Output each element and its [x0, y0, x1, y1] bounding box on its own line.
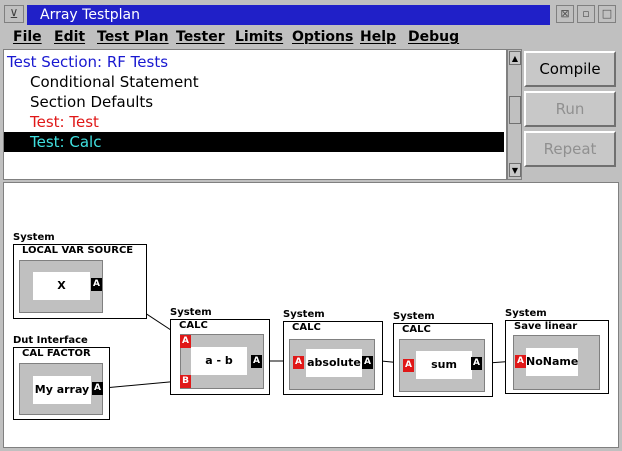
menu-limits[interactable]: Limits [235, 29, 284, 45]
scroll-thumb[interactable] [509, 96, 521, 124]
list-item-defaults[interactable]: Section Defaults [30, 93, 154, 111]
list-scrollbar[interactable]: ▲ ▼ [507, 49, 522, 180]
local-var-source-block[interactable]: LOCAL VAR SOURCE X A [13, 244, 147, 319]
maximize-icon[interactable]: □ [598, 5, 616, 23]
output-port[interactable]: A [362, 356, 373, 369]
block-group-label: System [283, 309, 325, 320]
menu-debug[interactable]: Debug [408, 29, 460, 45]
menu-options[interactable]: Options [292, 29, 354, 45]
menu-help[interactable]: Help [360, 29, 397, 45]
block-value: NoName [526, 348, 578, 376]
block-type-label: Save linear [514, 321, 578, 332]
block-type-label: CAL FACTOR [22, 348, 91, 359]
save-linear-block[interactable]: Save linear NoName A [505, 320, 609, 394]
run-button[interactable]: Run [524, 91, 616, 127]
block-group-label: System [393, 311, 435, 322]
block-value: a - b [191, 347, 247, 375]
input-port-a[interactable]: A [403, 359, 414, 372]
menu-file[interactable]: File [13, 29, 42, 45]
window-title: Array Testplan [27, 5, 550, 25]
calc-a-minus-b-block[interactable]: CALC a - b A B A [170, 319, 270, 395]
block-type-label: CALC [179, 320, 208, 331]
menu-edit[interactable]: Edit [54, 29, 86, 45]
list-item-conditional[interactable]: Conditional Statement [30, 73, 199, 91]
link-array-to-b [103, 380, 181, 389]
block-group-label: Dut Interface [13, 335, 88, 346]
input-port-a[interactable]: A [515, 355, 526, 368]
output-port[interactable]: A [471, 357, 482, 370]
close-x-icon[interactable]: ⊠ [556, 5, 574, 23]
list-item-test[interactable]: Test: Test [30, 113, 99, 131]
test-list[interactable]: Test Section: RF Tests Conditional State… [3, 49, 507, 180]
block-group-label: System [505, 308, 547, 319]
scroll-down-icon[interactable]: ▼ [509, 163, 521, 177]
block-value: sum [416, 351, 472, 379]
list-item-calc-selected[interactable]: Test: Calc [4, 132, 504, 152]
title-bar: ⊻ Array Testplan ⊠ ▫ □ [0, 0, 622, 28]
block-value: absolute [306, 349, 362, 377]
flow-canvas[interactable]: System LOCAL VAR SOURCE X A Dut Interfac… [3, 182, 619, 448]
calc-absolute-block[interactable]: CALC absolute A A [283, 321, 383, 395]
block-group-label: System [170, 307, 212, 318]
menu-tester[interactable]: Tester [176, 29, 225, 45]
minimize-icon[interactable]: ▫ [577, 5, 595, 23]
block-value: X [33, 272, 90, 300]
input-port-b[interactable]: B [180, 375, 191, 388]
window-menu-icon[interactable]: ⊻ [4, 5, 24, 23]
block-type-label: CALC [292, 322, 321, 333]
cal-factor-block[interactable]: CAL FACTOR My array A [13, 347, 110, 420]
output-port[interactable]: A [251, 355, 262, 368]
list-item-section[interactable]: Test Section: RF Tests [7, 53, 169, 71]
compile-button[interactable]: Compile [524, 51, 616, 87]
block-type-label: LOCAL VAR SOURCE [22, 245, 134, 256]
menu-test-plan[interactable]: Test Plan [97, 29, 169, 45]
menu-bar: File Edit Test Plan Tester Limits Option… [0, 28, 622, 49]
input-port-a[interactable]: A [180, 335, 191, 348]
block-group-label: System [13, 232, 55, 243]
scroll-up-icon[interactable]: ▲ [509, 51, 521, 65]
output-port[interactable]: A [91, 278, 102, 291]
repeat-button[interactable]: Repeat [524, 131, 616, 167]
output-port[interactable]: A [92, 382, 103, 395]
block-type-label: CALC [402, 324, 431, 335]
calc-sum-block[interactable]: CALC sum A A [393, 323, 493, 397]
block-value: My array [33, 376, 91, 404]
input-port-a[interactable]: A [293, 356, 304, 369]
